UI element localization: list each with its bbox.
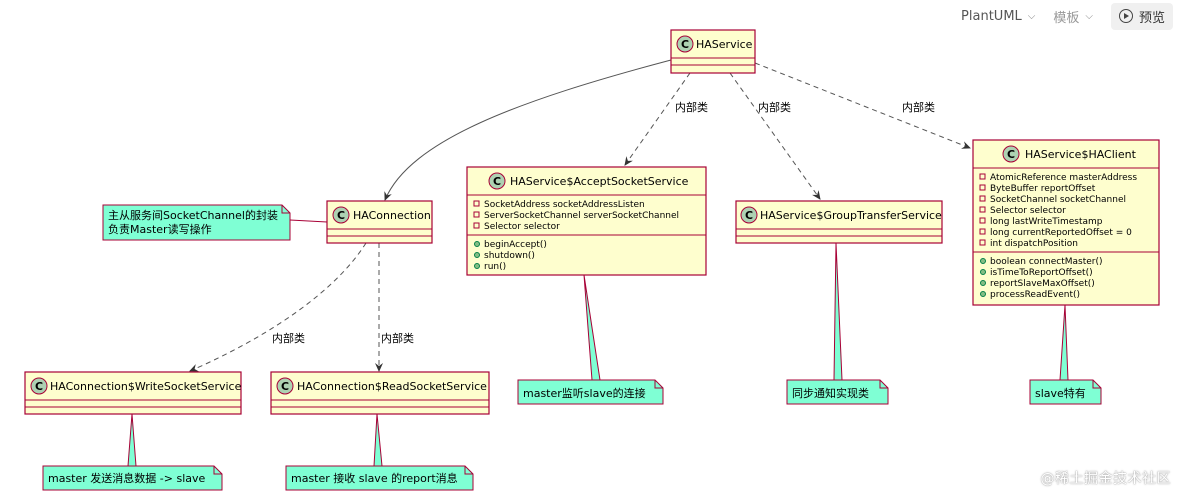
preview-label: 预览 xyxy=(1138,10,1165,26)
class-write-socket-service: C HAConnection$WriteSocketService xyxy=(24,371,242,415)
watermark: @稀土掘金技术社区 xyxy=(1040,471,1171,487)
note-haconnection: 主从服务间SocketChannel的封装 负责Master读写操作 xyxy=(102,204,291,241)
class-icon xyxy=(676,35,694,53)
field: Selector selector xyxy=(484,222,560,232)
method: run() xyxy=(484,262,506,272)
template-dropdown[interactable]: 模板 ⌵ xyxy=(1053,7,1093,26)
svg-text:C: C xyxy=(493,175,501,188)
class-name: HAService xyxy=(696,38,753,51)
svg-text:C: C xyxy=(35,380,43,393)
class-name: HAConnection$ReadSocketService xyxy=(297,380,487,393)
play-icon xyxy=(1118,9,1133,23)
note-connector xyxy=(289,219,328,223)
field: long currentReportedOffset = 0 xyxy=(990,228,1132,238)
method: beginAccept() xyxy=(484,240,547,250)
class-haconnection: C HAConnection xyxy=(326,200,433,244)
note-read: master 接收 slave 的report消息 xyxy=(285,465,474,491)
relation-label: 内部类 xyxy=(675,100,708,114)
language-dropdown[interactable]: PlantUML ⌵ xyxy=(961,9,1035,24)
note-haclient: slave特有 xyxy=(1029,379,1102,405)
class-icon xyxy=(276,377,294,395)
svg-text:C: C xyxy=(337,209,345,222)
class-read-socket-service: C HAConnection$ReadSocketService xyxy=(270,371,490,415)
toolbar: PlantUML ⌵ 模板 ⌵ 预览 xyxy=(961,0,1185,32)
preview-button[interactable]: 预览 xyxy=(1110,2,1173,30)
note-accept: master监听slave的连接 xyxy=(517,379,664,405)
method: reportSlaveMaxOffset() xyxy=(990,279,1095,289)
note-connector xyxy=(1059,304,1069,381)
svg-text:C: C xyxy=(1007,148,1015,161)
class-icon xyxy=(30,377,48,395)
relation-label: 内部类 xyxy=(272,331,305,345)
note-connector xyxy=(583,274,601,381)
note-text: master 接收 slave 的report消息 xyxy=(291,471,458,485)
field: ServerSocketChannel serverSocketChannel xyxy=(484,211,679,221)
class-name: HAService$AcceptSocketService xyxy=(510,175,689,188)
relation-label: 内部类 xyxy=(381,331,414,345)
field: Selector selector xyxy=(990,206,1066,216)
class-icon xyxy=(1002,145,1020,163)
class-name: HAService$HAClient xyxy=(1025,148,1137,161)
method: boolean connectMaster() xyxy=(990,257,1102,267)
class-haservice: C HAService xyxy=(670,29,756,74)
relation-haservice-haconnection xyxy=(384,59,672,201)
note-text: 主从服务间SocketChannel的封装 xyxy=(108,208,278,222)
template-label: 模板 xyxy=(1053,10,1080,26)
field: ByteBuffer reportOffset xyxy=(990,184,1096,194)
note-connector xyxy=(127,413,137,467)
method: shutdown() xyxy=(484,251,535,261)
note-text: slave特有 xyxy=(1035,386,1086,400)
class-icon xyxy=(332,206,350,224)
relation-haconnection-write xyxy=(189,242,367,372)
note-connector xyxy=(833,242,843,381)
note-text: master监听slave的连接 xyxy=(523,386,646,400)
chevron-down-icon: ⌵ xyxy=(1085,10,1093,22)
svg-text:C: C xyxy=(281,380,289,393)
class-name: HAConnection$WriteSocketService xyxy=(50,380,242,393)
field: AtomicReference masterAddress xyxy=(990,173,1137,183)
relation-haservice-accept xyxy=(624,72,691,166)
method: processReadEvent() xyxy=(990,290,1080,300)
relation-haservice-haclient xyxy=(754,62,971,149)
relation-label: 内部类 xyxy=(902,100,935,114)
field: long lastWriteTimestamp xyxy=(990,217,1103,227)
field: SocketAddress socketAddressListen xyxy=(484,200,645,210)
relation-label: 内部类 xyxy=(758,100,791,114)
class-accept-socket-service: C HAService$AcceptSocketService SocketAd… xyxy=(466,166,707,276)
note-text: 同步通知实现类 xyxy=(792,386,869,400)
method: isTimeToReportOffset() xyxy=(990,268,1093,278)
note-text: 负责Master读写操作 xyxy=(108,222,212,236)
note-write: master 发送消息数据 -> slave xyxy=(42,465,223,491)
svg-text:C: C xyxy=(681,38,689,51)
field: SocketChannel socketChannel xyxy=(990,195,1126,205)
class-icon xyxy=(740,206,758,224)
class-icon xyxy=(488,172,506,190)
svg-text:C: C xyxy=(745,209,753,222)
language-label: PlantUML xyxy=(961,8,1022,24)
class-haclient: C HAService$HAClient AtomicReference mas… xyxy=(972,139,1160,306)
note-text: master 发送消息数据 -> slave xyxy=(48,471,206,485)
class-name: HAService$GroupTransferService xyxy=(760,209,942,222)
field: int dispatchPosition xyxy=(990,239,1078,249)
chevron-down-icon: ⌵ xyxy=(1027,10,1036,22)
note-connector xyxy=(373,413,383,467)
class-name: HAConnection xyxy=(353,209,431,222)
class-group-transfer-service: C HAService$GroupTransferService xyxy=(735,200,943,244)
note-group: 同步通知实现类 xyxy=(786,379,889,405)
relation-haservice-group xyxy=(729,72,821,200)
